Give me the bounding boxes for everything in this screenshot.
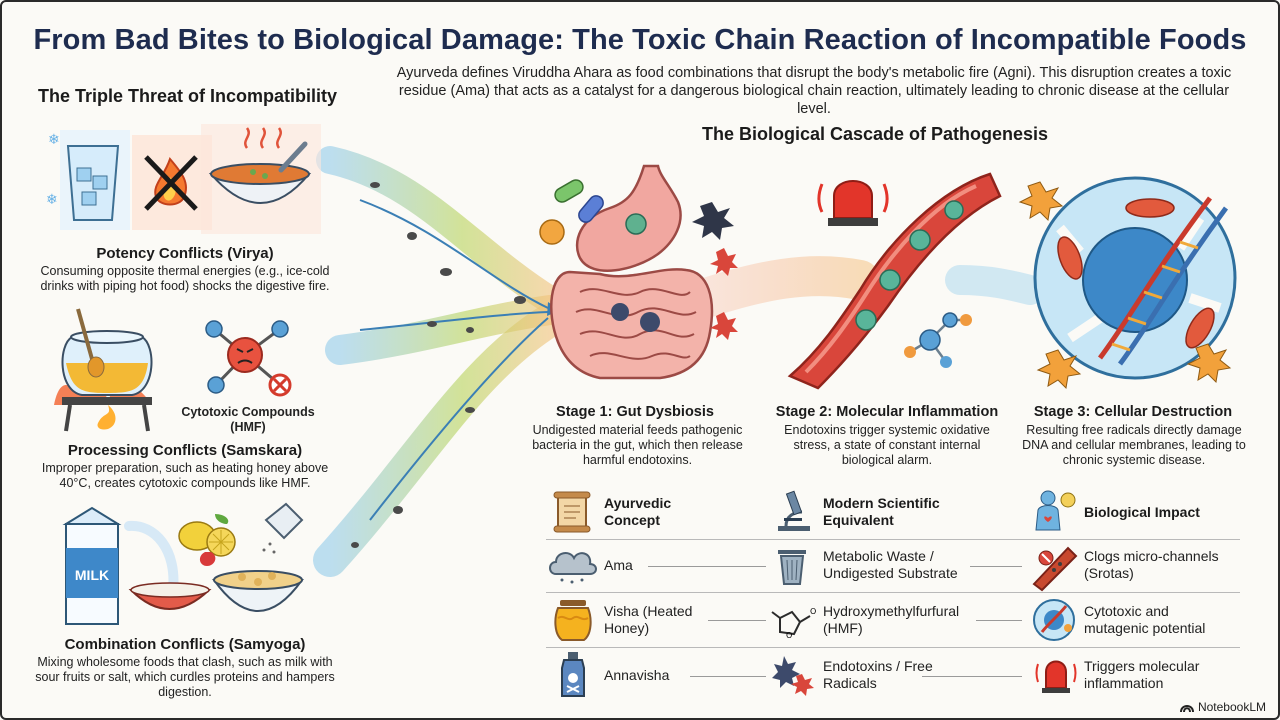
clogged-channel-icon [1032, 546, 1078, 592]
microscope-icon [778, 490, 810, 531]
honey-pot-icon [54, 308, 153, 432]
table-connector [648, 566, 766, 567]
hmf-molecule-icon [205, 320, 292, 397]
stage-2-title: Stage 2: Molecular Inflammation [775, 404, 999, 420]
table-row-3-impact: Triggers molecular inflammation [1084, 658, 1200, 691]
conflict-processing-desc: Improper preparation, such as heating ho… [41, 461, 329, 490]
cereal-bowl-icon [212, 570, 304, 612]
left-heading: The Triple Threat of Incompatibility [38, 86, 338, 106]
trash-can-icon [778, 550, 806, 585]
table-rule [546, 539, 1240, 540]
ice-water-icon: ❄ ❄ [46, 130, 130, 230]
conflict-combination-desc: Mixing wholesome foods that clash, such … [35, 655, 335, 699]
stage-1-desc: Undigested material feeds pathogenic bac… [532, 423, 743, 467]
hmf-structure-icon: O O [771, 607, 816, 640]
stage-2-desc: Endotoxins trigger systemic oxidative st… [784, 423, 990, 467]
salt-shaker-icon [262, 502, 304, 554]
milk-carton-label: MILK [75, 567, 109, 583]
table-row-2-modern: Hydroxymethylfurfural (HMF) [823, 603, 960, 636]
cytotoxic-label: Cytotoxic Compounds (HMF) [181, 405, 315, 434]
table-row-3-modern: Endotoxins / Free Radicals [823, 658, 933, 691]
scroll-icon [553, 491, 591, 533]
hot-soup-icon [201, 124, 321, 234]
stage-1-title: Stage 1: Gut Dysbiosis [556, 404, 714, 420]
no-fire-icon [132, 135, 212, 230]
svg-text:❄: ❄ [48, 132, 60, 148]
stage-3-title: Stage 3: Cellular Destruction [1033, 404, 1233, 420]
svg-text:O: O [786, 631, 792, 640]
table-header-modern: Modern Scientific Equivalent [823, 495, 940, 528]
table-row-1-concept: Ama [604, 557, 633, 573]
table-connector [922, 676, 1022, 677]
poison-bottle-icon [561, 652, 585, 697]
bacteria-icons [539, 179, 660, 332]
table-connector [970, 566, 1022, 567]
stage-3-desc: Resulting free radicals directly damage … [1022, 423, 1246, 467]
watermark: NotebookLM [1179, 700, 1266, 714]
cascade-heading: The Biological Cascade of Pathogenesis [701, 124, 1049, 144]
conflict-processing-title: Processing Conflicts (Samskara) [67, 442, 303, 459]
table-rule [546, 592, 1240, 593]
table-header-impact: Biological Impact [1084, 504, 1200, 520]
milk-carton-icon: MILK [62, 506, 122, 625]
svg-text:O: O [810, 607, 816, 616]
body-impact-icon [1035, 490, 1076, 531]
table-row-2-impact: Cytotoxic and mutagenic potential [1084, 603, 1206, 636]
page-title: From Bad Bites to Biological Damage: The… [33, 24, 1247, 56]
conflict-combination-title: Combination Conflicts (Samyoga) [64, 636, 306, 653]
table-row-3-concept: Annavisha [604, 667, 670, 683]
honey-jar-icon [554, 600, 592, 641]
fruit-icon [178, 514, 236, 566]
gut-icon [539, 164, 738, 380]
table-row-2-concept: Visha (Heated Honey) [604, 603, 693, 636]
table-connector [976, 620, 1022, 621]
alarm-siren-icon [817, 180, 889, 226]
blood-vessel-icon [787, 172, 1002, 390]
intro-paragraph: Ayurveda defines Viruddha Ahara as food … [396, 65, 1232, 117]
svg-text:❄: ❄ [46, 192, 58, 208]
watermark-text: NotebookLM [1197, 700, 1266, 714]
free-radical-icon [772, 656, 814, 696]
table-row-1-impact: Clogs micro-channels (Srotas) [1084, 548, 1219, 581]
table-header-concept: Ayurvedic Concept [604, 495, 672, 528]
cell-dna-icon [1018, 176, 1237, 390]
siren-icon [1035, 660, 1077, 693]
conflict-potency-desc: Consuming opposite thermal energies (e.g… [40, 264, 330, 293]
table-row-1-modern: Metabolic Waste / Undigested Substrate [823, 548, 958, 581]
table-rule [546, 647, 1240, 648]
cell-damage-icon [1033, 599, 1075, 641]
table-connector [708, 620, 766, 621]
milk-pour-icon [124, 520, 212, 610]
cloud-icon [549, 552, 597, 584]
notebooklm-logo-icon [1179, 705, 1194, 713]
table-connector [690, 676, 766, 677]
conflict-potency-title: Potency Conflicts (Virya) [96, 245, 274, 262]
